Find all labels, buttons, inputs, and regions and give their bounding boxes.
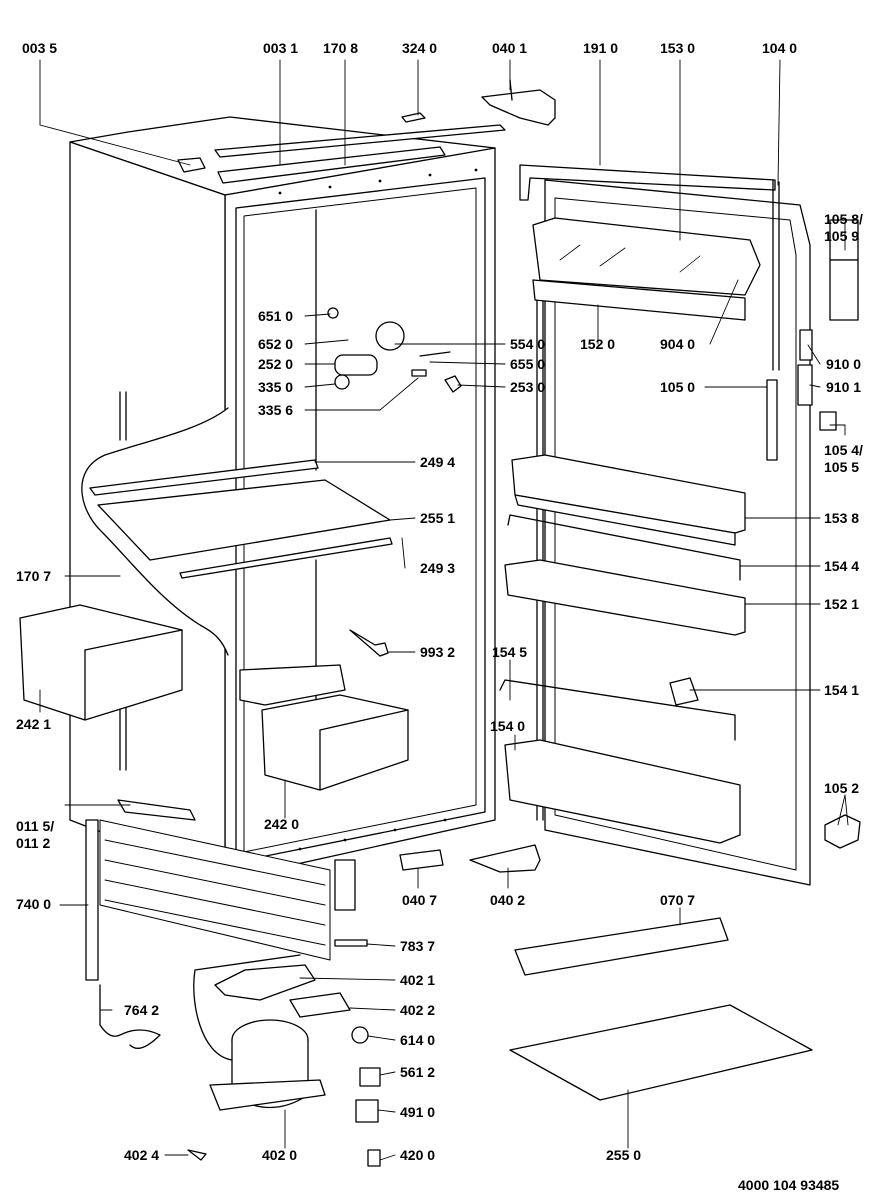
callout-0035: 003 5 xyxy=(22,40,58,56)
right-hinge-parts xyxy=(797,219,861,849)
callout-1058-1059: 105 8/ 105 9 xyxy=(824,211,863,244)
control-cluster xyxy=(327,307,462,393)
callout-0402: 040 2 xyxy=(490,892,526,908)
callout-3356: 335 6 xyxy=(258,402,294,418)
panel-255-0 xyxy=(509,1004,813,1101)
callout-2494: 249 4 xyxy=(420,454,456,470)
part-402-1 xyxy=(214,964,316,1001)
callout-3240: 324 0 xyxy=(402,40,438,56)
callout-1052: 105 2 xyxy=(824,780,860,796)
callout-9101: 910 1 xyxy=(826,379,862,395)
callout-6550: 655 0 xyxy=(510,356,546,372)
callout-2530: 253 0 xyxy=(510,379,546,395)
part-402-2 xyxy=(289,992,351,1018)
condenser xyxy=(99,819,331,961)
callout-0407: 040 7 xyxy=(402,892,438,908)
top-hinge xyxy=(481,79,556,126)
tubing xyxy=(193,954,301,1061)
door-shelf-upper xyxy=(511,454,746,546)
leader-lines xyxy=(39,59,849,1161)
callout-2421: 242 1 xyxy=(16,716,52,732)
plate-040-7 xyxy=(399,849,444,871)
callout-4020: 402 0 xyxy=(262,1147,298,1163)
rail-154-4 xyxy=(507,514,741,581)
callout-1910: 191 0 xyxy=(583,40,619,56)
rail-154-5 xyxy=(499,679,736,741)
part-402-4 xyxy=(187,1149,207,1161)
hinge-040-2 xyxy=(469,844,541,873)
callout-4022: 402 2 xyxy=(400,1002,436,1018)
callout-1040: 104 0 xyxy=(762,40,798,56)
callout-3350: 335 0 xyxy=(258,379,294,395)
door-shelf-middle xyxy=(504,559,746,636)
callout-0031: 003 1 xyxy=(263,40,299,56)
callout-5540: 554 0 xyxy=(510,336,546,352)
compressor xyxy=(209,1019,326,1111)
callout-6510: 651 0 xyxy=(258,308,294,324)
callout-6140: 614 0 xyxy=(400,1032,436,1048)
callout-0707: 070 7 xyxy=(660,892,696,908)
sensor-993-2 xyxy=(349,629,389,657)
capillary-764-2 xyxy=(99,984,161,1049)
callout-1530: 153 0 xyxy=(660,40,696,56)
clip-154-1 xyxy=(669,677,699,706)
callout-1520: 152 0 xyxy=(580,336,616,352)
glass-shelf xyxy=(89,459,393,579)
crisper-242-0 xyxy=(239,664,409,791)
callout-1521: 152 1 xyxy=(824,596,860,612)
callout-1540: 154 0 xyxy=(490,718,526,734)
callout-1708: 170 8 xyxy=(323,40,359,56)
callout-1050: 105 0 xyxy=(660,379,696,395)
callout-1544: 154 4 xyxy=(824,558,860,574)
callout-7837: 783 7 xyxy=(400,938,436,954)
dairy-compartment xyxy=(532,217,761,321)
callout-2550: 255 0 xyxy=(606,1147,642,1163)
callout-0115-0112: 011 5/ 011 2 xyxy=(16,818,55,851)
top-rail-parts xyxy=(177,112,506,184)
callout-7400: 740 0 xyxy=(16,896,52,912)
callout-2551: 255 1 xyxy=(420,510,456,526)
callout-4200: 420 0 xyxy=(400,1147,436,1163)
callout-2493: 249 3 xyxy=(420,560,456,576)
callout-4024: 402 4 xyxy=(124,1147,160,1163)
callout-5612: 561 2 xyxy=(400,1064,436,1080)
callout-9040: 904 0 xyxy=(660,336,696,352)
callout-9932: 993 2 xyxy=(420,644,456,660)
callout-1538: 153 8 xyxy=(824,510,860,526)
callout-9100: 910 0 xyxy=(826,356,862,372)
callout-4021: 402 1 xyxy=(400,972,436,988)
tray-070-7 xyxy=(514,917,729,976)
callout-2520: 252 0 xyxy=(258,356,294,372)
callout-7642: 764 2 xyxy=(124,1002,160,1018)
callout-1541: 154 1 xyxy=(824,682,860,698)
callout-0401: 040 1 xyxy=(492,40,528,56)
document-number: 4000 104 93485 xyxy=(738,1177,840,1193)
callout-1054-1055: 105 4/ 105 5 xyxy=(824,442,863,475)
electrical-parts xyxy=(351,1026,381,1167)
callout-1545: 154 5 xyxy=(492,644,528,660)
callout-1707: 170 7 xyxy=(16,568,52,584)
bracket-740-0 xyxy=(85,819,99,981)
plate-011 xyxy=(117,799,196,821)
door-strip xyxy=(766,379,778,461)
callout-2420: 242 0 xyxy=(264,816,300,832)
drier-783-7 xyxy=(334,939,368,947)
door-shelf-bottom xyxy=(504,739,741,844)
callout-4910: 491 0 xyxy=(400,1104,436,1120)
callout-6520: 652 0 xyxy=(258,336,294,352)
crisper-242-1 xyxy=(19,604,183,721)
